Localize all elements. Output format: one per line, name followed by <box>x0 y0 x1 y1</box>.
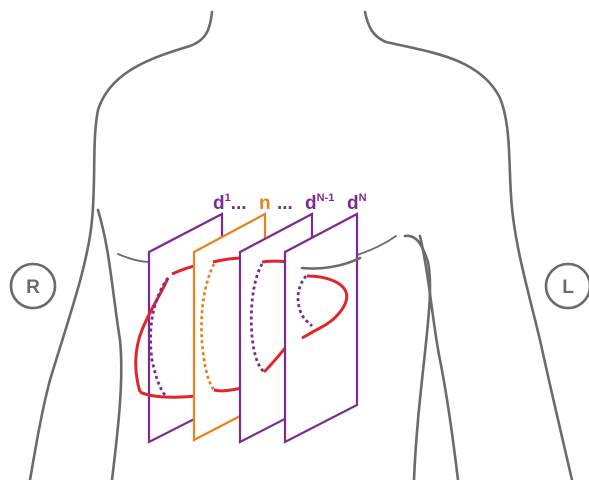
slice-label-dots: ... <box>277 193 293 214</box>
slice-plane-dN <box>285 214 357 442</box>
left-arm-inner <box>98 210 121 480</box>
right-side-marker: R <box>11 264 55 308</box>
right-side-letter: R <box>26 277 40 298</box>
slice-label-n: n <box>259 193 271 214</box>
right-shoulder-arm-outer <box>386 42 572 480</box>
right-arm-inner <box>420 236 458 480</box>
slice-label-dN: dN <box>347 192 367 214</box>
rib-line-left <box>118 254 150 262</box>
left-side-marker: L <box>546 264 589 308</box>
slice-label-dN-1: dN-1 <box>305 192 334 214</box>
left-side-letter: L <box>562 277 574 298</box>
neck-left-line <box>190 12 212 46</box>
slice-label-d1: d1... <box>213 192 247 214</box>
rib-line-right <box>357 236 396 255</box>
slice-labels: d1... n ... dN-1 dN <box>213 192 367 214</box>
neck-right-line <box>365 12 386 42</box>
